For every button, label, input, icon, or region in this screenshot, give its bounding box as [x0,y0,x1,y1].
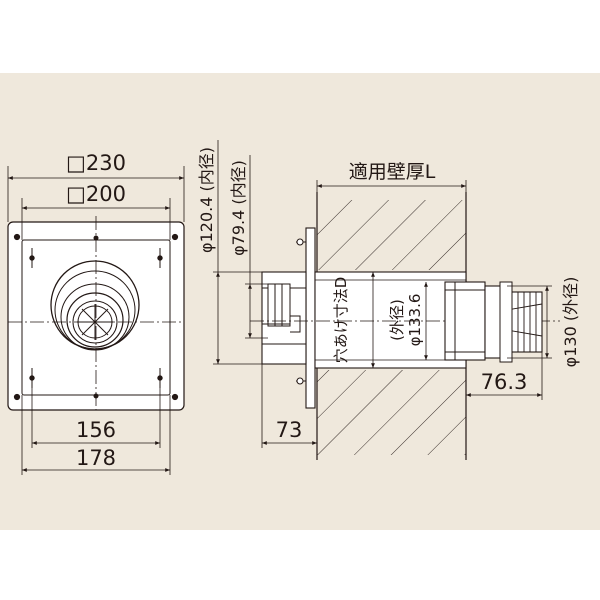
label-76-3: 76.3 [481,370,528,394]
mount-hole-stems [31,248,161,388]
front-view [7,166,185,475]
label-178: 178 [76,446,116,470]
label-hole-size: 穴あけ寸法D [332,277,350,364]
screw-hole-top-left [13,233,21,241]
pipe-ring-4 [66,292,124,348]
label-230: □230 [66,151,126,175]
screw-hole-bottom-right [171,393,179,401]
screw-hole-bottom-left [13,393,21,401]
wall-plate-flange [305,227,316,409]
pipe-ring-2 [54,270,136,350]
wall-upper-section [317,200,466,270]
label-120-4: φ120.4 (内径) [197,147,216,253]
pipe-ring-5 [72,300,118,344]
pipe-spoke-d2 [81,308,109,336]
wall-lower-section [317,370,466,455]
label-outer-diameter-value: φ133.6 [406,294,424,347]
label-130: φ130 (外径) [561,277,580,368]
sleeve-body [314,271,467,369]
flange-screws [296,238,306,385]
pipe-ring-3 [60,283,130,351]
outer-pipe-end [444,281,486,361]
inner-pipe-connector [267,283,291,327]
label-outer-diameter: (外径) [388,299,406,341]
label-73: 73 [276,418,303,442]
side-view [213,140,560,460]
label-79-4: φ79.4 (内径) [229,160,248,256]
label-200: □200 [66,182,126,206]
screw-hole-top-right [171,233,179,241]
label-156: 156 [76,418,116,442]
terminal-base [499,281,513,363]
label-wall-thickness: 適用壁厚L [349,161,436,183]
